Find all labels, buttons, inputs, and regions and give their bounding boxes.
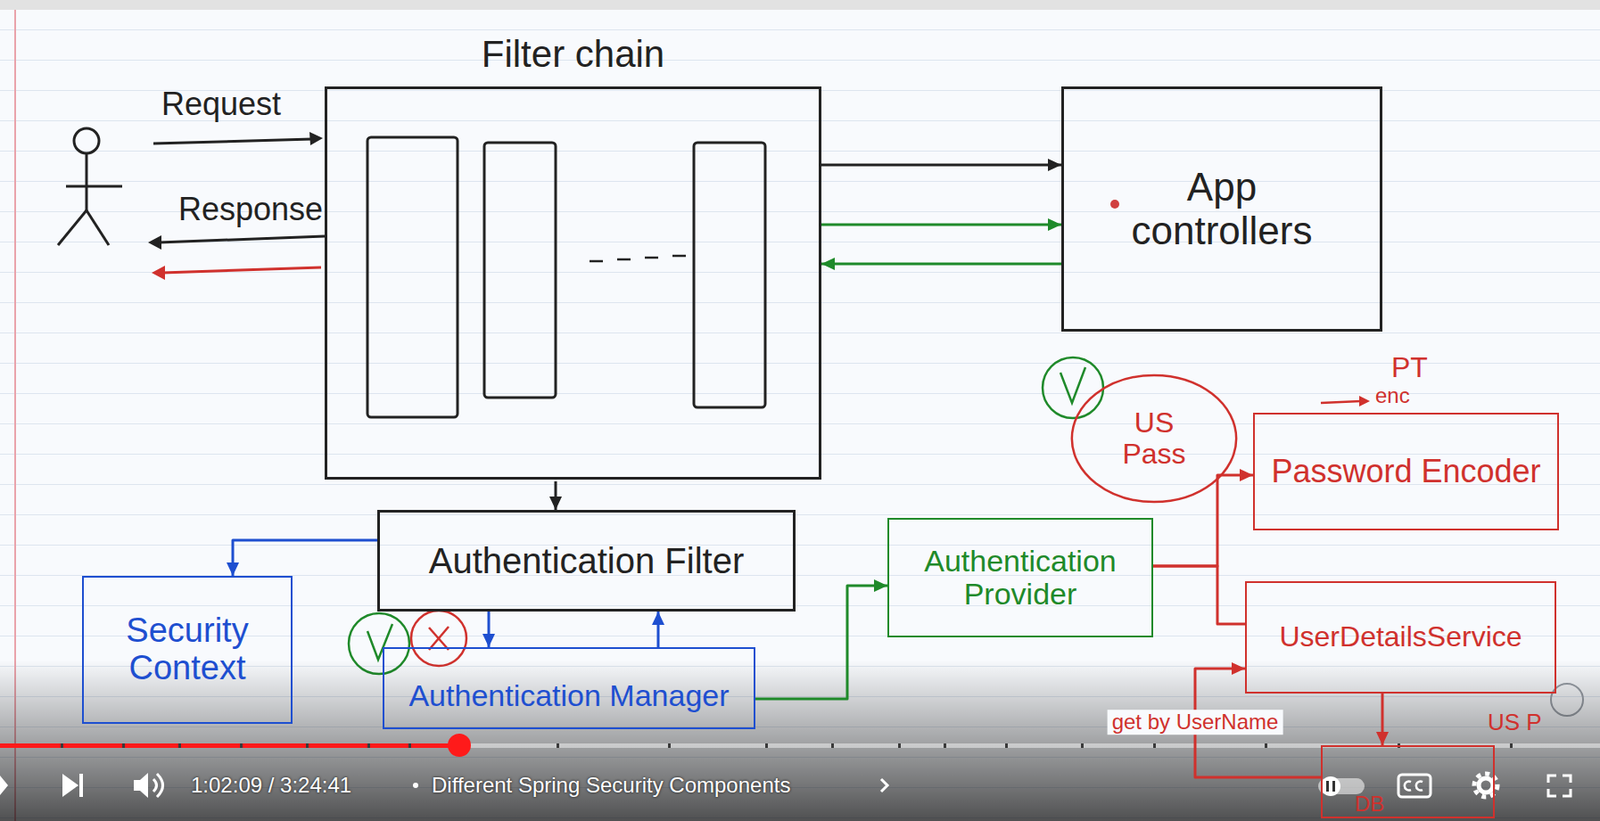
connector bbox=[1153, 469, 1254, 567]
circle-line bbox=[1072, 375, 1237, 503]
provider-box: Authentication Provider bbox=[887, 518, 1154, 638]
connector-line bbox=[755, 585, 888, 700]
response-arrows bbox=[148, 235, 325, 281]
connector-line bbox=[821, 223, 1062, 227]
player-controls bbox=[0, 773, 1571, 799]
dashes bbox=[589, 255, 686, 262]
request-label: Request bbox=[161, 85, 281, 123]
arrow-head bbox=[226, 562, 240, 577]
database-box: DB bbox=[1320, 745, 1495, 819]
arrow-head bbox=[821, 257, 835, 271]
top-strip bbox=[0, 0, 1600, 10]
arrow-head bbox=[651, 611, 665, 626]
connector bbox=[226, 540, 378, 577]
arrow-head bbox=[874, 579, 888, 593]
box-text: Authentication Manager bbox=[408, 679, 729, 713]
filter-box: Authentication Filter bbox=[377, 510, 796, 612]
video-time: 1:02:09 / 3:24:41 bbox=[190, 773, 352, 799]
enc-arrow bbox=[1320, 395, 1370, 407]
connector-line bbox=[821, 263, 1062, 266]
box-heading: Filter chain bbox=[327, 33, 819, 75]
arrow-head bbox=[1239, 469, 1254, 482]
box-text: App controllers bbox=[1096, 165, 1347, 253]
arrow-head bbox=[1376, 732, 1389, 746]
credentials-circle: US Pass bbox=[1068, 372, 1240, 505]
edge-label: get by UserName bbox=[1107, 709, 1284, 735]
connector bbox=[482, 611, 495, 648]
video-title: Different Spring Security Components bbox=[431, 773, 791, 799]
arrow-head bbox=[1047, 218, 1062, 231]
cross-circle bbox=[411, 610, 467, 667]
connector-line bbox=[821, 164, 1062, 167]
note-label: enc bbox=[1375, 383, 1411, 409]
note-label: PT bbox=[1391, 351, 1428, 385]
encoder-box: Password Encoder bbox=[1253, 412, 1559, 531]
filter-chain-box: Filter chain bbox=[324, 86, 822, 480]
arrow-head bbox=[482, 634, 495, 648]
manager-box: Authentication Manager bbox=[382, 647, 756, 730]
red-dot bbox=[1110, 199, 1120, 209]
box-text: Authentication Provider bbox=[904, 544, 1137, 612]
box-text: Authentication Filter bbox=[428, 541, 745, 581]
check-circle bbox=[1042, 357, 1104, 419]
context-box: Security Context bbox=[82, 576, 293, 725]
connector bbox=[1376, 693, 1389, 746]
stick-figure bbox=[57, 128, 123, 246]
filter-rects bbox=[367, 137, 766, 418]
arrow-head bbox=[549, 496, 562, 511]
box-text: DB bbox=[1354, 792, 1385, 817]
box-text: US Pass bbox=[1105, 407, 1204, 471]
connector-line bbox=[1153, 566, 1246, 625]
response-label: Response bbox=[178, 190, 323, 228]
connector bbox=[651, 611, 665, 648]
box-text: UserDetailsService bbox=[1278, 621, 1522, 653]
connector bbox=[755, 579, 888, 700]
service-box: UserDetailsService bbox=[1245, 581, 1557, 694]
arrow-head bbox=[1231, 662, 1246, 676]
connector-line bbox=[232, 540, 378, 577]
connector bbox=[821, 257, 1062, 271]
note-label: US P bbox=[1487, 709, 1543, 737]
connector bbox=[821, 218, 1062, 231]
connector bbox=[549, 481, 562, 511]
arrow-head bbox=[1047, 158, 1062, 172]
connector bbox=[821, 158, 1062, 172]
connector bbox=[1153, 566, 1246, 625]
controller-box: App controllers bbox=[1061, 86, 1383, 332]
request-arrow bbox=[153, 131, 323, 146]
box-text: Security Context bbox=[98, 612, 277, 688]
box-text: Password Encoder bbox=[1270, 453, 1541, 490]
